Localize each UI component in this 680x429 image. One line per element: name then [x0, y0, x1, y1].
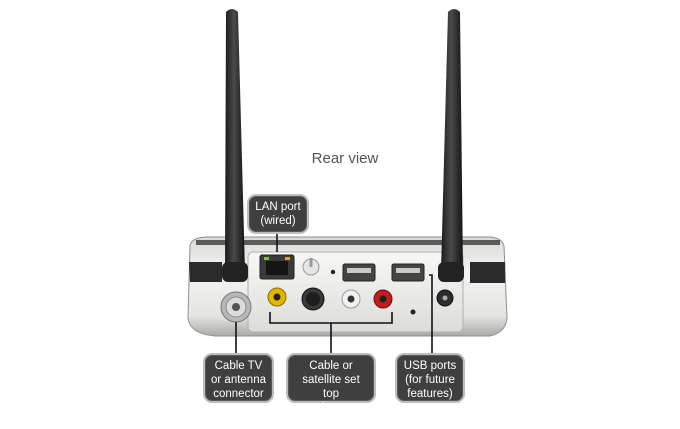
- callout-lan-port: LAN port (wired): [247, 194, 309, 234]
- left-antenna: [222, 9, 248, 282]
- callout-usb-line-1: USB ports: [403, 360, 457, 372]
- right-antenna: [438, 9, 464, 282]
- callout-cable-tv-line-1: Cable TV: [214, 360, 263, 372]
- callout-set-top-box: Cable or satellite set top box connectio…: [286, 353, 376, 428]
- indicator-hole: [330, 269, 336, 275]
- s-video-jack: [301, 287, 325, 311]
- composite-video-jack: [267, 287, 287, 307]
- callout-lan-line-1: LAN port: [255, 201, 301, 213]
- lan-port: [259, 254, 295, 280]
- leader-lines: [235, 232, 433, 357]
- callout-cable-tv-line-2: or antenna: [211, 374, 266, 386]
- callout-lan-line-2: (wired): [260, 215, 296, 227]
- audio-right-jack: [373, 289, 393, 309]
- callout-usb-ports: USB ports (for future features): [395, 353, 465, 403]
- diagram-title: Rear view: [311, 150, 379, 167]
- coax-connector: [220, 291, 252, 323]
- usb-port-2: [391, 263, 425, 282]
- callout-usb-line-2: (for future: [405, 374, 455, 386]
- reset-button: [302, 258, 320, 276]
- callout-set-top-line-1: Cable or: [309, 360, 353, 372]
- screw-hole: [410, 309, 416, 315]
- callout-usb-line-3: features): [407, 388, 453, 400]
- callout-cable-tv: Cable TV or antenna connector: [203, 353, 274, 403]
- usb-port-1: [342, 263, 376, 282]
- callout-set-top-line-3: box connections: [300, 402, 362, 428]
- device-diagram: [187, 9, 508, 357]
- audio-left-jack: [341, 289, 361, 309]
- power-jack: [436, 289, 454, 307]
- callout-cable-tv-line-3: connector: [213, 388, 264, 400]
- callout-set-top-line-2: satellite set top: [302, 374, 360, 400]
